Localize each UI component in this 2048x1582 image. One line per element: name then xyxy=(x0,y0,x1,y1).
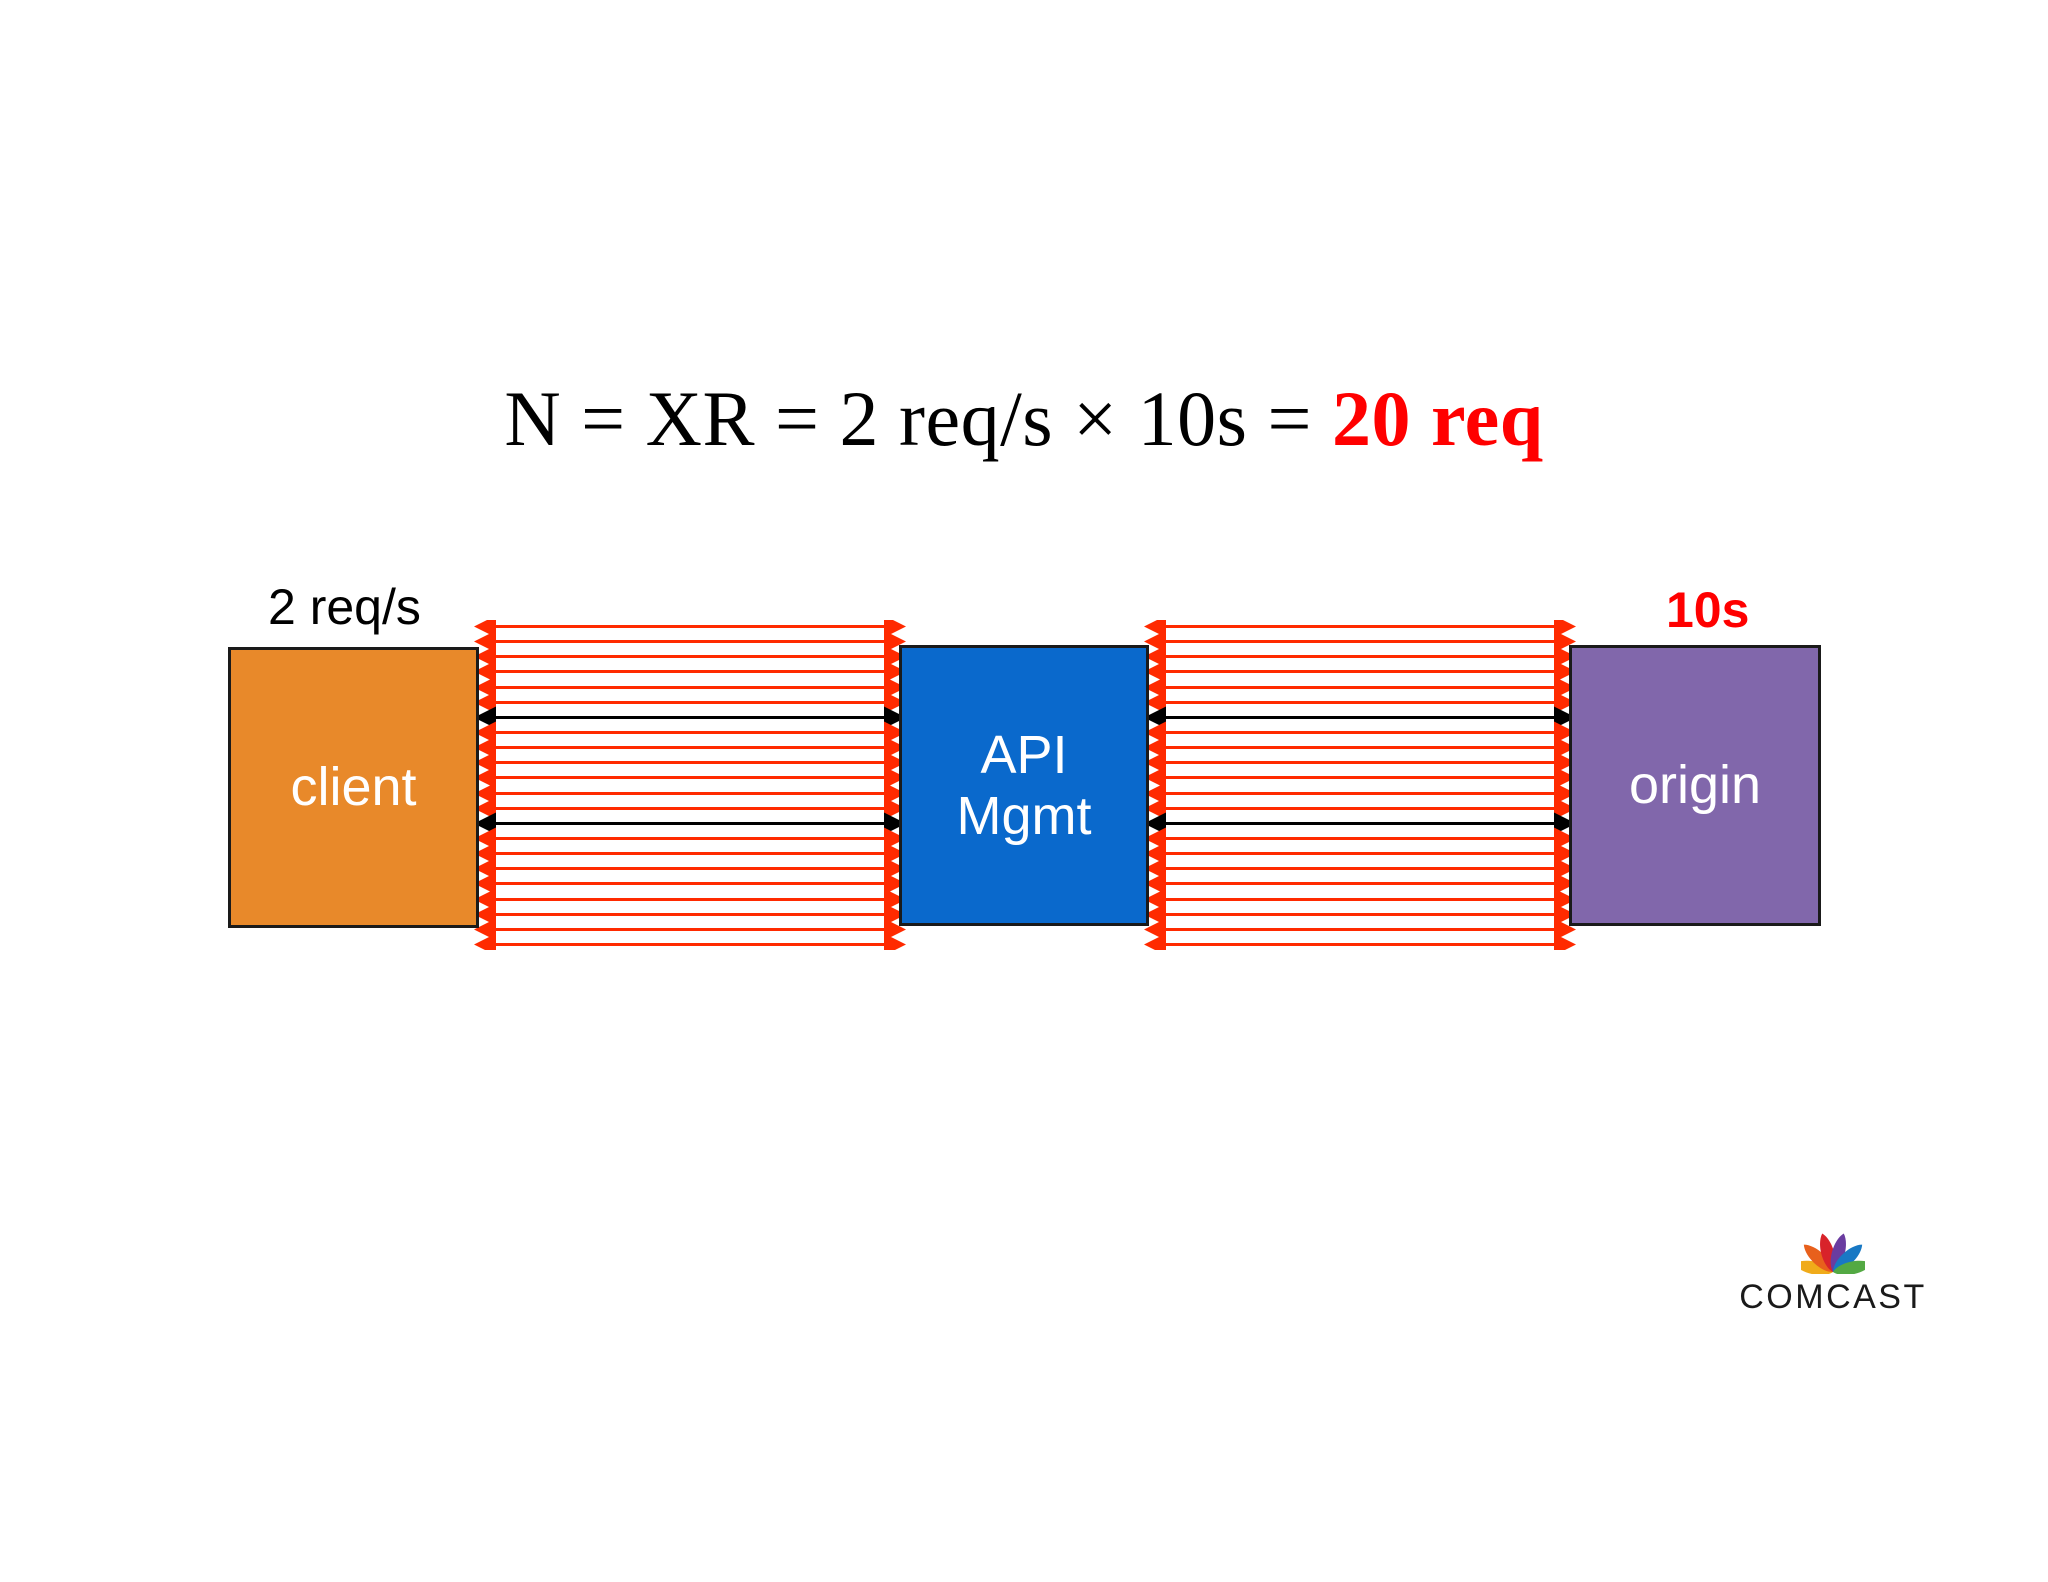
node-origin-label: origin xyxy=(1628,755,1762,816)
formula-prefix: N = XR = 2 req/s × 10s = xyxy=(504,375,1332,462)
label-request-rate: 2 req/s xyxy=(268,579,421,635)
formula-result: 20 req xyxy=(1331,375,1544,462)
label-latency: 10s xyxy=(1666,582,1750,638)
node-api-mgmt-label-line2: Mgmt xyxy=(956,785,1092,846)
node-client-label: client xyxy=(290,757,417,818)
node-api-mgmt-label-line1: API xyxy=(980,725,1068,786)
nbc-peacock-icon xyxy=(1801,1233,1865,1274)
node-api-mgmt[interactable]: API Mgmt xyxy=(899,645,1149,926)
node-client[interactable]: client xyxy=(228,647,479,928)
connection-api-mgmt-to-origin xyxy=(1140,620,1580,950)
comcast-logo: COMCAST xyxy=(1733,1222,1933,1332)
connection-client-to-api-mgmt xyxy=(470,620,910,950)
comcast-wordmark: COMCAST xyxy=(1739,1278,1927,1316)
formula-equation: N = XR = 2 req/s × 10s = 20 req xyxy=(0,380,2048,458)
node-origin[interactable]: origin xyxy=(1569,645,1821,926)
